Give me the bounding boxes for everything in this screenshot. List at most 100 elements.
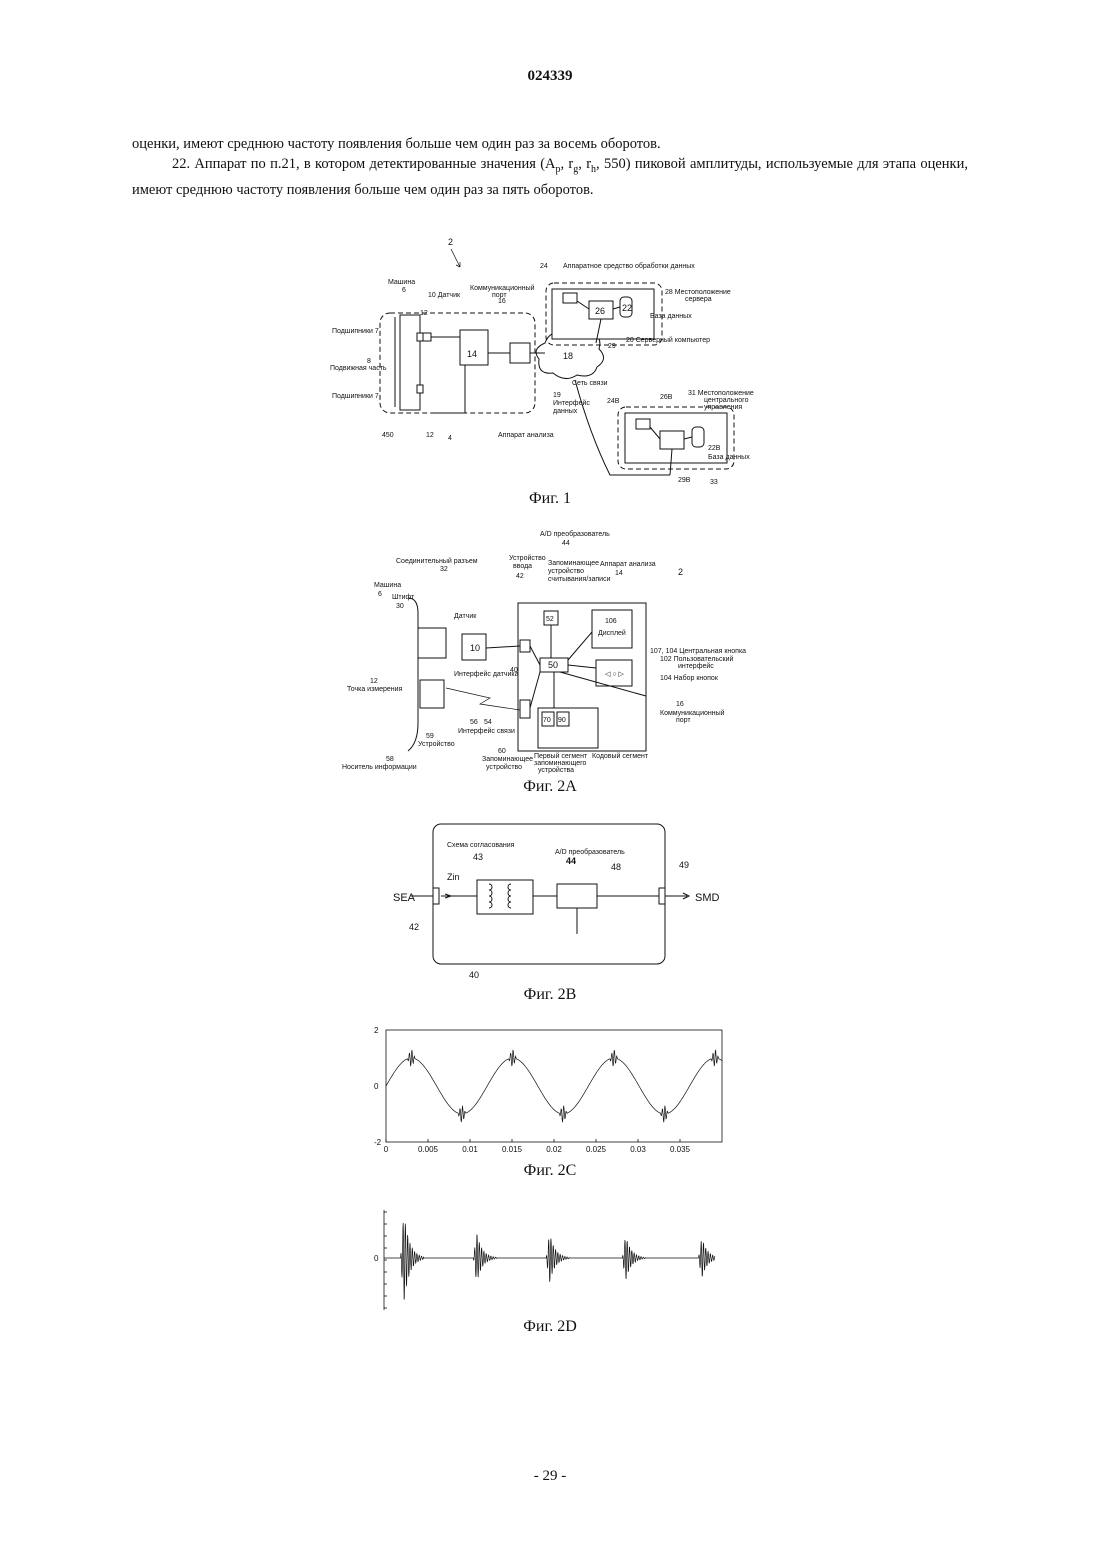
svg-text:Соединительный разъем: Соединительный разъем bbox=[396, 557, 478, 565]
input-port-42 bbox=[433, 888, 439, 904]
svg-text:Носитель информации: Носитель информации bbox=[342, 764, 417, 771]
svg-text:Интерфейс связи: Интерфейс связи bbox=[458, 727, 515, 735]
svg-text:450: 450 bbox=[382, 432, 394, 439]
svg-text:◁ ○ ▷: ◁ ○ ▷ bbox=[605, 671, 625, 678]
machine-shaft bbox=[400, 315, 420, 410]
svg-text:управления: управления bbox=[704, 404, 742, 411]
svg-text:12: 12 bbox=[426, 432, 434, 439]
svg-text:устройство: устройство bbox=[548, 567, 584, 575]
output-port-49 bbox=[659, 888, 665, 904]
svg-text:интерфейс: интерфейс bbox=[678, 662, 714, 670]
svg-text:22B: 22B bbox=[708, 445, 721, 452]
svg-text:Устройство: Устройство bbox=[509, 554, 546, 562]
svg-text:Машина: Машина bbox=[374, 582, 401, 589]
svg-text:ввода: ввода bbox=[513, 563, 532, 570]
figure-2c-chart: 00.0050.010.0150.020.0250.030.03520-2 bbox=[360, 1024, 730, 1164]
svg-text:14: 14 bbox=[467, 349, 477, 359]
svg-text:14: 14 bbox=[615, 570, 623, 577]
svg-text:30: 30 bbox=[396, 603, 404, 610]
svg-text:Интерфейс: Интерфейс bbox=[553, 399, 590, 407]
claim-22: 22. Аппарат по п.21, в котором детектиро… bbox=[132, 154, 968, 200]
x-tick-label: 0.01 bbox=[462, 1145, 478, 1154]
svg-text:данных: данных bbox=[553, 408, 578, 415]
svg-text:порт: порт bbox=[676, 717, 691, 724]
svg-text:28 Местоположение: 28 Местоположение bbox=[665, 289, 731, 296]
svg-text:44: 44 bbox=[566, 856, 576, 866]
svg-text:31 Местоположение: 31 Местоположение bbox=[688, 390, 754, 397]
svg-text:Штифт: Штифт bbox=[392, 594, 415, 601]
svg-text:24: 24 bbox=[540, 263, 548, 270]
svg-text:54: 54 bbox=[484, 719, 492, 726]
svg-text:20 Серверный компьютер: 20 Серверный компьютер bbox=[626, 336, 710, 344]
svg-text:59: 59 bbox=[426, 733, 434, 740]
ref-2: 2 bbox=[448, 237, 453, 247]
svg-text:Точка измерения: Точка измерения bbox=[347, 686, 403, 693]
svg-text:10 Датчик: 10 Датчик bbox=[428, 292, 461, 299]
svg-text:SMD: SMD bbox=[695, 892, 720, 904]
svg-text:Аппарат анализа: Аппарат анализа bbox=[498, 432, 554, 439]
svg-text:центрального: центрального bbox=[704, 397, 749, 404]
svg-text:Устройство: Устройство bbox=[418, 740, 455, 748]
svg-text:считывания/записи: считывания/записи bbox=[548, 576, 611, 583]
svg-text:A/D преобразователь: A/D преобразователь bbox=[555, 848, 625, 856]
computer-icon bbox=[563, 293, 577, 303]
svg-text:42: 42 bbox=[516, 573, 524, 580]
svg-text:70: 70 bbox=[543, 717, 551, 724]
svg-text:12: 12 bbox=[370, 678, 378, 685]
patent-number: 024339 bbox=[0, 68, 1100, 85]
figure-2d-chart: 0 bbox=[370, 1208, 720, 1313]
svg-text:устройство: устройство bbox=[486, 763, 522, 771]
svg-text:Коммуникационный: Коммуникационный bbox=[660, 709, 725, 717]
svg-text:Подвижная часть: Подвижная часть bbox=[330, 365, 387, 372]
paragraph-continuation: оценки, имеют среднюю частоту появления … bbox=[132, 134, 968, 154]
svg-text:107, 104 Центральная кнопка: 107, 104 Центральная кнопка bbox=[650, 648, 746, 655]
y-tick-label: -2 bbox=[374, 1138, 382, 1147]
svg-text:Zin: Zin bbox=[447, 872, 460, 882]
svg-text:33: 33 bbox=[710, 479, 718, 486]
svg-text:Аппаратное средство обработки: Аппаратное средство обработки данных bbox=[563, 262, 695, 270]
svg-text:10: 10 bbox=[470, 643, 480, 653]
svg-text:52: 52 bbox=[546, 616, 554, 623]
svg-text:102 Пользовательский: 102 Пользовательский bbox=[660, 655, 734, 663]
svg-text:29: 29 bbox=[608, 343, 616, 350]
svg-text:16: 16 bbox=[498, 298, 506, 305]
svg-text:24B: 24B bbox=[607, 398, 620, 405]
svg-text:12: 12 bbox=[420, 310, 428, 317]
adc-box bbox=[557, 884, 597, 908]
svg-text:2: 2 bbox=[678, 567, 683, 577]
svg-text:19: 19 bbox=[553, 392, 561, 399]
svg-text:Подшипники 7: Подшипники 7 bbox=[332, 328, 379, 335]
page-number: - 29 - bbox=[0, 1468, 1100, 1485]
svg-text:22: 22 bbox=[622, 303, 632, 313]
svg-text:50: 50 bbox=[548, 660, 558, 670]
svg-text:Дисплей: Дисплей bbox=[598, 629, 626, 637]
fig2a-caption: Фиг. 2А bbox=[0, 778, 1100, 796]
fig2c-caption: Фиг. 2C bbox=[0, 1162, 1100, 1180]
svg-text:Интерфейс датчика: Интерфейс датчика bbox=[454, 670, 519, 678]
svg-text:Датчик: Датчик bbox=[454, 613, 477, 620]
svg-text:сервера: сервера bbox=[685, 296, 712, 303]
svg-text:60: 60 bbox=[498, 748, 506, 755]
svg-text:Запоминающее: Запоминающее bbox=[548, 560, 599, 567]
figure-2b-diagram: Схема согласования 43 A/D преобразовател… bbox=[385, 822, 715, 982]
svg-text:Коммуникационный: Коммуникационный bbox=[470, 284, 535, 292]
svg-text:Первый сегмент: Первый сегмент bbox=[534, 752, 588, 760]
x-tick-label: 0.02 bbox=[546, 1145, 562, 1154]
svg-text:16: 16 bbox=[676, 701, 684, 708]
svg-text:устройства: устройства bbox=[538, 766, 574, 774]
svg-text:8: 8 bbox=[367, 358, 371, 365]
svg-text:44: 44 bbox=[562, 540, 570, 547]
svg-text:Машина: Машина bbox=[388, 279, 415, 286]
figure-2a-diagram: 50 52 106 Дисплей ◁ ○ ▷ 70 90 10 A/D пре… bbox=[330, 528, 780, 778]
svg-text:6: 6 bbox=[402, 287, 406, 294]
pin-30 bbox=[418, 628, 446, 658]
svg-text:58: 58 bbox=[386, 756, 394, 763]
svg-text:26B: 26B bbox=[660, 394, 673, 401]
svg-text:49: 49 bbox=[679, 860, 689, 870]
svg-text:48: 48 bbox=[611, 862, 621, 872]
svg-text:42: 42 bbox=[409, 922, 419, 932]
svg-text:4: 4 bbox=[448, 435, 452, 442]
x-tick-label: 0.015 bbox=[502, 1145, 523, 1154]
figure-1-diagram: 2 14 18 26 22 24 Аппаратное средство обр… bbox=[320, 235, 790, 490]
svg-text:SEA: SEA bbox=[393, 892, 416, 904]
